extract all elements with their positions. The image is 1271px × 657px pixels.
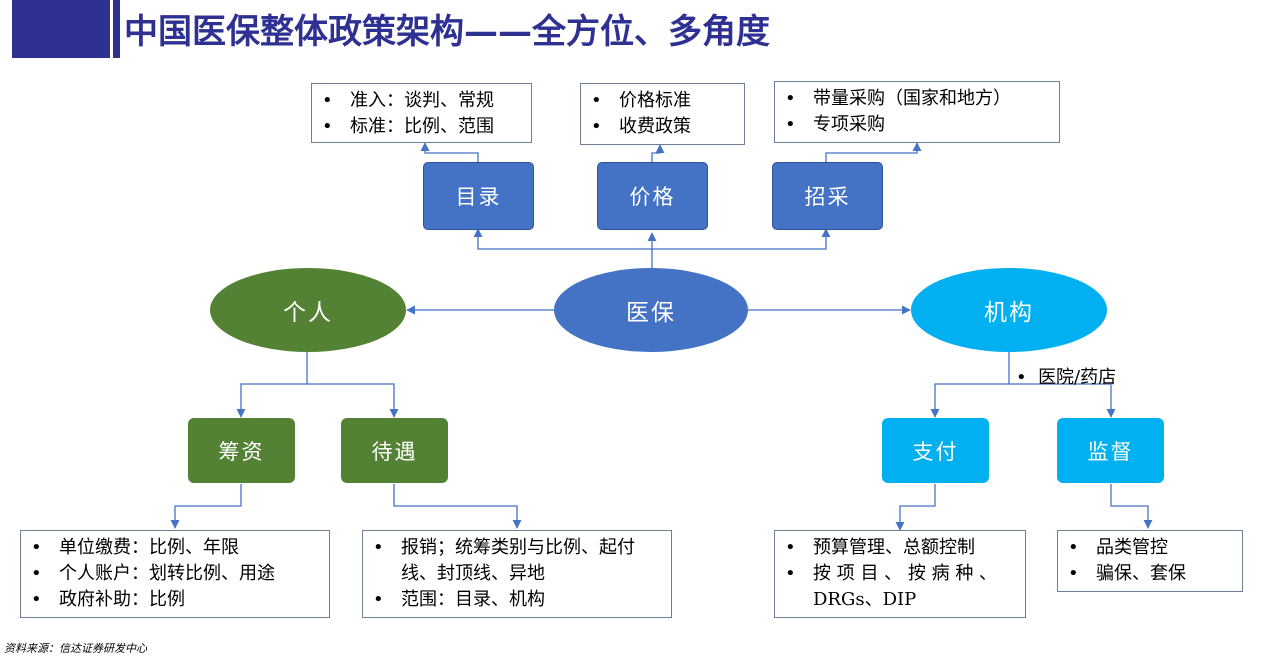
procurement-box: 招采	[772, 162, 883, 230]
benefits-note-item: 范围：目录、机构	[371, 587, 661, 613]
line-center-to-catalog	[473, 228, 652, 250]
line-center-to-procurement	[652, 228, 831, 250]
line-price-to-note	[651, 144, 665, 162]
supervision-note-item: 品类管控	[1066, 535, 1232, 561]
price-note: 价格标准 收费政策	[580, 83, 745, 145]
funding-note-item: 政府补助：比例	[29, 587, 319, 613]
medical-insurance-ellipse: 医保	[554, 268, 748, 352]
line-supervision-to-note	[1110, 484, 1153, 529]
line-funding-to-note	[170, 484, 242, 529]
line-institution-to-supervision	[1009, 383, 1116, 418]
catalog-box: 目录	[423, 162, 534, 230]
catalog-note: 准入：谈判、常规 标准：比例、范围	[311, 83, 532, 143]
procurement-note-item: 带量采购（国家和地方）	[783, 86, 1049, 112]
benefits-note: 报销；统筹类别与比例、起付线、封顶线、异地 范围：目录、机构	[362, 530, 672, 618]
supervision-box: 监督	[1057, 418, 1164, 483]
funding-note: 单位缴费：比例、年限 个人账户：划转比例、用途 政府补助：比例	[20, 530, 330, 618]
payment-note-item: 预算管理、总额控制	[783, 535, 1015, 561]
catalog-note-item: 准入：谈判、常规	[320, 88, 521, 114]
payment-note: 预算管理、总额控制 按 项 目 、 按 病 种 、DRGs、DIP	[774, 530, 1026, 618]
line-institution-to-payment	[930, 352, 1010, 418]
source-note: 资料来源：信达证券研发中心	[4, 642, 147, 655]
catalog-note-item: 标准：比例、范围	[320, 114, 521, 140]
price-note-item: 收费政策	[589, 114, 734, 140]
procurement-note: 带量采购（国家和地方） 专项采购	[774, 81, 1060, 143]
price-box: 价格	[597, 162, 708, 230]
personal-ellipse: 个人	[210, 268, 406, 352]
hospital-pharmacy-label: • 医院/药店	[1016, 367, 1117, 388]
benefits-box: 待遇	[341, 418, 448, 483]
line-catalog-to-note	[420, 142, 479, 162]
header-bar	[113, 0, 120, 58]
institution-ellipse: 机构	[911, 268, 1107, 352]
benefits-note-item: 报销；统筹类别与比例、起付线、封顶线、异地	[371, 535, 661, 587]
price-note-item: 价格标准	[589, 88, 734, 114]
line-personal-to-funding	[236, 352, 308, 418]
payment-note-item: 按 项 目 、 按 病 种 、DRGs、DIP	[783, 561, 1015, 613]
line-personal-to-benefits	[307, 383, 399, 418]
supervision-note: 品类管控 骗保、套保	[1057, 530, 1243, 592]
line-benefits-to-note	[393, 484, 522, 529]
funding-note-item: 单位缴费：比例、年限	[29, 535, 319, 561]
header-block	[12, 0, 110, 58]
funding-box: 筹资	[188, 418, 295, 483]
payment-box: 支付	[882, 418, 989, 483]
funding-note-item: 个人账户：划转比例、用途	[29, 561, 319, 587]
procurement-note-item: 专项采购	[783, 112, 1049, 138]
supervision-note-item: 骗保、套保	[1066, 561, 1232, 587]
line-procurement-to-note	[825, 142, 922, 162]
page-title: 中国医保整体政策架构——全方位、多角度	[124, 12, 770, 52]
hospital-pharmacy-text: 医院/药店	[1038, 367, 1117, 388]
line-payment-to-note	[895, 484, 936, 531]
